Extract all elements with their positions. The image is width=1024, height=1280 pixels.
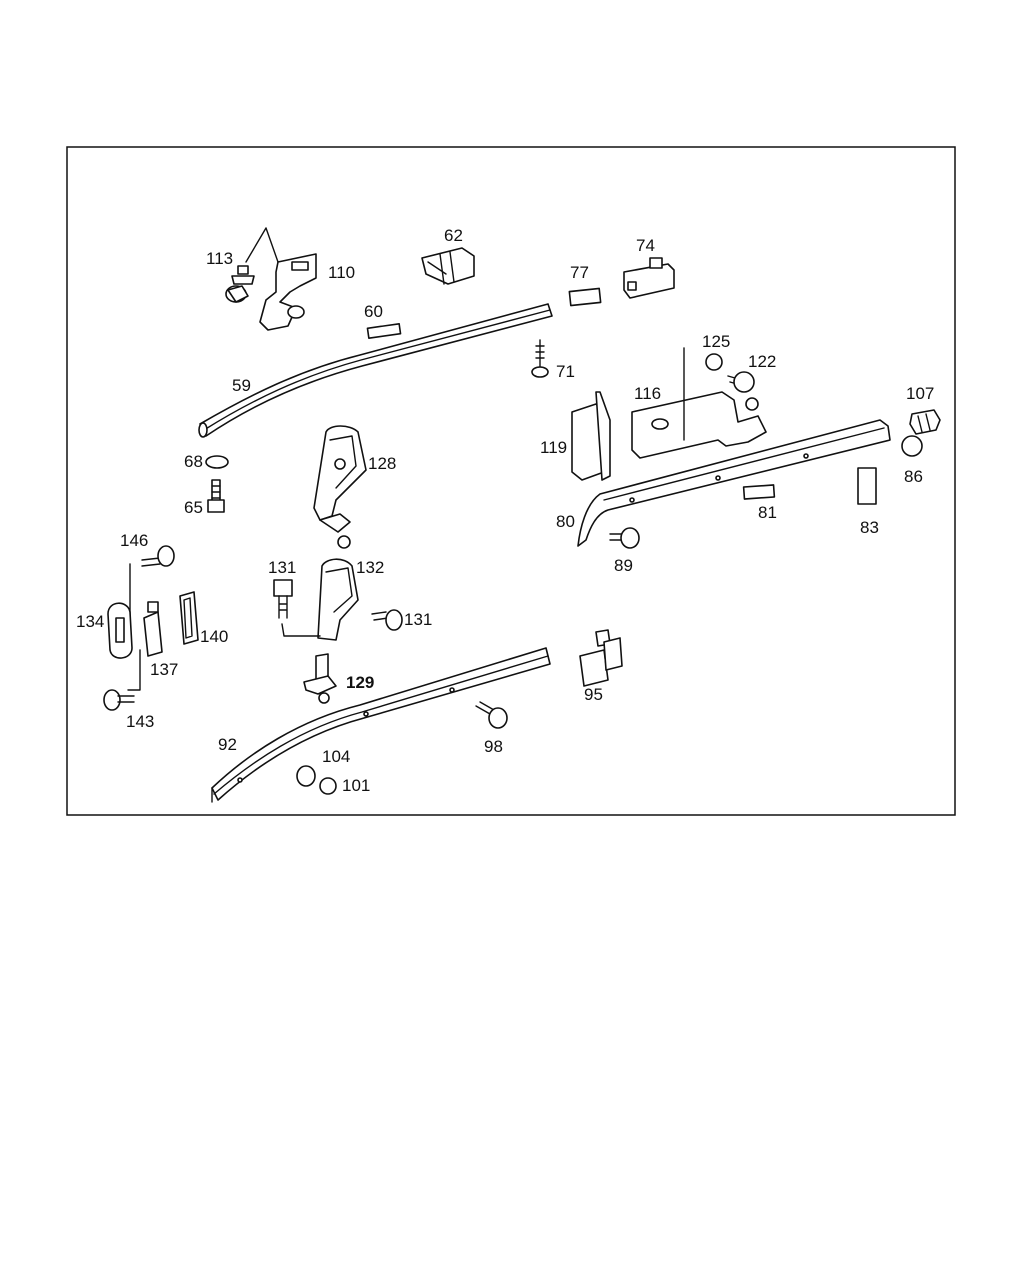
callout-98: 98	[484, 737, 503, 756]
callout-140: 140	[200, 627, 228, 646]
callout-122: 122	[748, 352, 776, 371]
part-132-hinge	[281, 558, 359, 641]
part-107-bush	[909, 409, 941, 435]
part-128-hinge	[313, 425, 367, 549]
part-77-pad	[568, 287, 602, 307]
callout-128: 128	[368, 454, 396, 473]
part-140-seal	[179, 591, 199, 645]
callout-132: 132	[356, 558, 384, 577]
part-86-nut	[901, 435, 923, 457]
callout-81: 81	[758, 503, 777, 522]
part-65-bolt	[207, 479, 225, 513]
part-95-roller-carrier	[579, 629, 623, 687]
callout-60: 60	[364, 302, 383, 321]
callout-92: 92	[218, 735, 237, 754]
part-59-rail	[198, 303, 553, 438]
callout-110: 110	[328, 263, 355, 282]
part-71-screw	[531, 339, 549, 378]
part-134-plate	[107, 602, 133, 659]
callout-107: 107	[906, 384, 934, 403]
callout-74: 74	[636, 236, 655, 255]
callout-137: 137	[150, 660, 178, 679]
callout-116: 116	[634, 384, 661, 403]
callout-131-right: 131	[404, 610, 432, 629]
callout-83: 83	[860, 518, 879, 537]
part-74-connector	[623, 257, 675, 299]
callout-129: 129	[346, 673, 374, 692]
callout-65: 65	[184, 498, 203, 517]
part-89-screw	[609, 527, 640, 549]
part-143-bolt	[103, 689, 135, 711]
callout-80: 80	[556, 512, 575, 531]
part-131-bolt-left	[273, 579, 293, 619]
callout-77: 77	[570, 263, 589, 282]
part-92-lower-rail	[211, 647, 551, 803]
part-80-rail	[577, 419, 891, 547]
part-122-bolt	[727, 371, 755, 393]
part-129-roller	[303, 653, 337, 704]
callout-119: 119	[540, 438, 567, 457]
part-101-nut	[319, 777, 337, 795]
part-60-pad	[366, 323, 402, 339]
part-83-plate	[857, 467, 877, 505]
callout-59: 59	[232, 376, 251, 395]
callout-131-left: 131	[268, 558, 296, 577]
part-104-washer	[296, 765, 316, 787]
callout-62: 62	[444, 226, 463, 245]
callout-134: 134	[76, 612, 104, 631]
part-98-bolt	[475, 701, 508, 729]
callout-101: 101	[342, 776, 370, 795]
part-81-pad	[742, 484, 776, 500]
callout-86: 86	[904, 467, 923, 486]
callout-89: 89	[614, 556, 633, 575]
callout-104: 104	[322, 747, 350, 766]
callout-113: 113	[206, 249, 233, 268]
part-68-washer	[205, 455, 229, 469]
part-137-striker	[127, 601, 163, 691]
part-131-bolt-right	[371, 609, 403, 631]
part-125-washer	[705, 353, 723, 371]
callout-95: 95	[584, 685, 603, 704]
part-110-bracket	[245, 227, 317, 331]
callout-143: 143	[126, 712, 154, 731]
callout-146: 146	[120, 531, 148, 550]
part-116-hinge	[631, 347, 767, 459]
part-119-cover	[571, 391, 611, 481]
part-113-screw	[225, 265, 255, 303]
part-62-clip	[421, 247, 475, 285]
callout-71: 71	[556, 362, 575, 381]
callout-68: 68	[184, 452, 203, 471]
diagram-frame	[66, 146, 956, 816]
callout-125: 125	[702, 332, 730, 351]
